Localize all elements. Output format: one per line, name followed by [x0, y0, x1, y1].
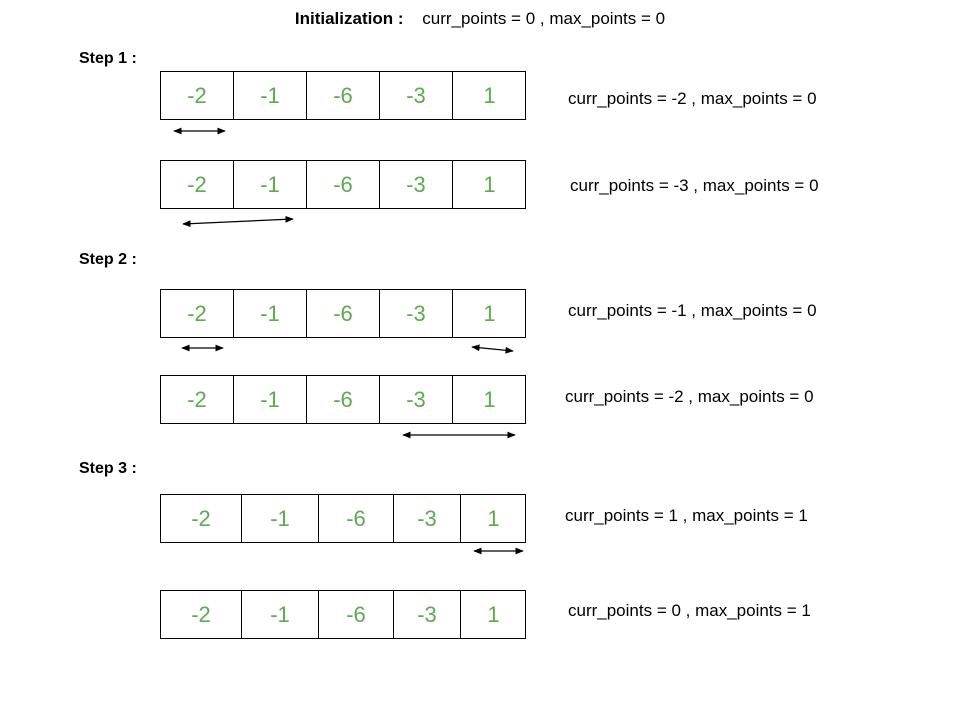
array-cell: -6 [306, 72, 379, 119]
status-row-5: curr_points = 1 , max_points = 1 [565, 506, 808, 525]
array-row-6: -2 -1 -6 -3 1 [160, 590, 526, 639]
array-cell: -3 [393, 591, 460, 638]
array-row-3: -2 -1 -6 -3 1 [160, 289, 526, 338]
array-cell: -3 [379, 290, 452, 337]
status-row-1: curr_points = -2 , max_points = 0 [568, 89, 817, 108]
initialization-label: Initialization : [294, 9, 404, 28]
array-cell: -2 [191, 602, 211, 627]
array-cell: -1 [241, 591, 318, 638]
array-cell: 1 [460, 495, 526, 542]
array-cell: -6 [306, 161, 379, 208]
array-cell: 1 [452, 72, 526, 119]
array-row-4: -2 -1 -6 -3 1 [160, 375, 526, 424]
status-row-3: curr_points = -1 , max_points = 0 [568, 301, 817, 320]
array-cell: -1 [233, 161, 306, 208]
double-arrow-icon [182, 215, 294, 228]
initialization-values: curr_points = 0 , max_points = 0 [422, 9, 666, 28]
initialization-header: Initialization : curr_points = 0 , max_p… [0, 9, 960, 33]
status-row-6: curr_points = 0 , max_points = 1 [568, 601, 811, 620]
array-cell: -3 [379, 376, 452, 423]
array-row-2: -2 -1 -6 -3 1 [160, 160, 526, 209]
array-cell: -6 [306, 376, 379, 423]
array-row-5: -2 -1 -6 -3 1 [160, 494, 526, 543]
array-cell: -1 [233, 290, 306, 337]
array-cell: -6 [318, 591, 393, 638]
step-2-label: Step 2 : [79, 251, 137, 268]
array-cell: -2 [191, 506, 211, 531]
array-cell: -2 [187, 172, 207, 197]
step-3-label: Step 3 : [79, 460, 137, 477]
array-cell: -2 [187, 83, 207, 108]
array-cell: -6 [318, 495, 393, 542]
array-cell: -3 [379, 72, 452, 119]
array-cell: 1 [452, 161, 526, 208]
array-cell: -1 [233, 72, 306, 119]
array-cell: -2 [187, 301, 207, 326]
array-row-1: -2 -1 -6 -3 1 [160, 71, 526, 120]
array-cell: 1 [452, 290, 526, 337]
double-arrow-icon [471, 344, 514, 354]
array-cell: -1 [241, 495, 318, 542]
array-cell: 1 [452, 376, 526, 423]
array-cell: -1 [233, 376, 306, 423]
array-cell: -3 [379, 161, 452, 208]
array-cell: -2 [187, 387, 207, 412]
status-row-2: curr_points = -3 , max_points = 0 [570, 176, 819, 195]
status-row-4: curr_points = -2 , max_points = 0 [565, 387, 814, 406]
array-cell: -3 [393, 495, 460, 542]
array-cell: -6 [306, 290, 379, 337]
array-cell: 1 [460, 591, 526, 638]
step-1-label: Step 1 : [79, 50, 137, 67]
